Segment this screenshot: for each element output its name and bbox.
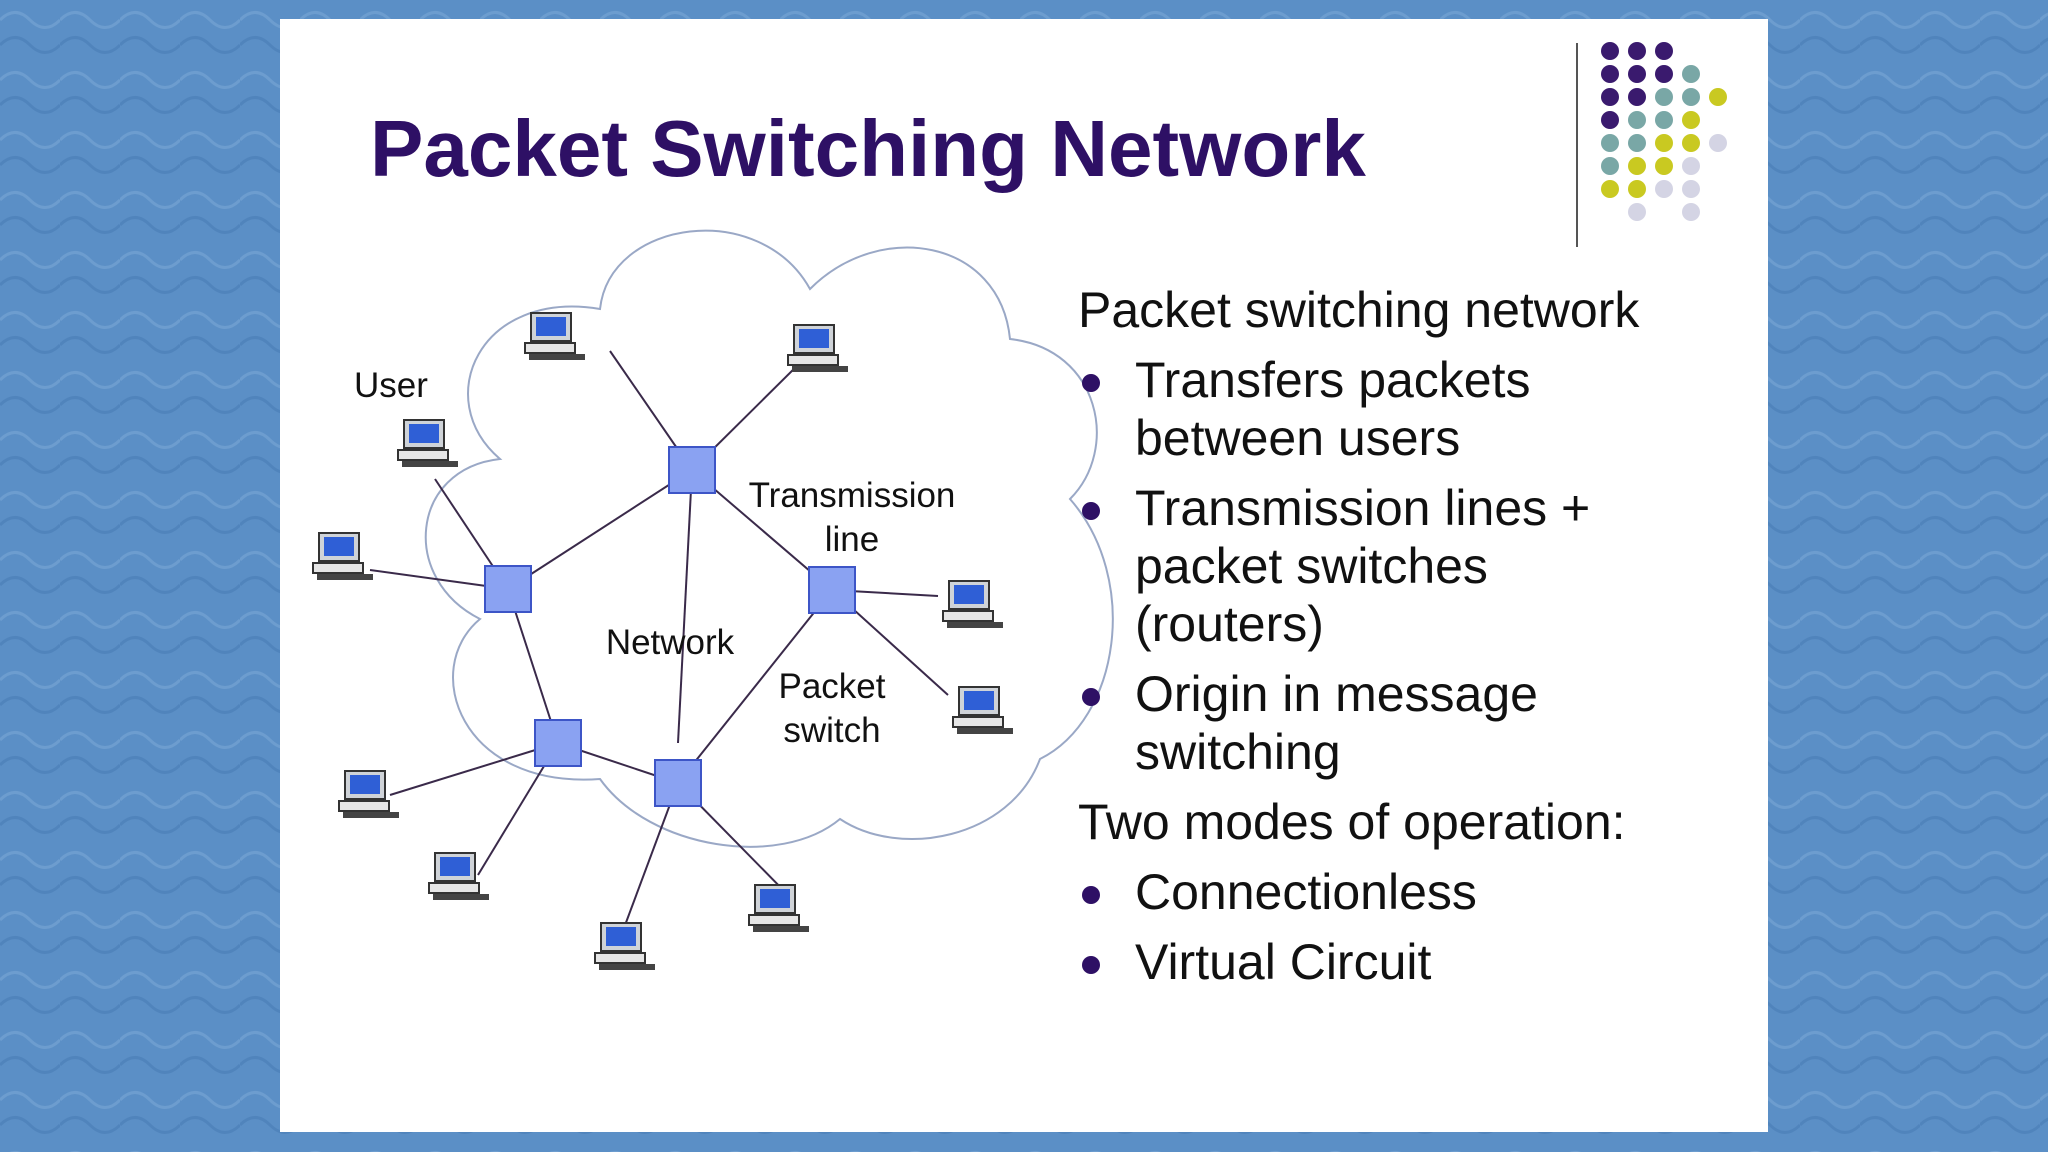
decor-dot [1655, 157, 1673, 175]
packet-switches [484, 446, 856, 807]
bullet-icon [1082, 374, 1100, 392]
decor-dot [1601, 111, 1619, 129]
bullet-line: between users [1135, 410, 1461, 466]
computer-icon [397, 419, 459, 468]
bullet-icon [1082, 502, 1100, 520]
decor-dot [1682, 88, 1700, 106]
computer-icon [312, 532, 374, 581]
decor-dot [1601, 180, 1619, 198]
network-diagram: User Transmission line Network Packet sw… [312, 229, 1114, 971]
heading-packet-switching-network: Packet switching network [1078, 282, 1640, 338]
label-transmission-line-2: line [825, 520, 879, 559]
decor-dot [1628, 180, 1646, 198]
computer-icon [594, 922, 656, 971]
bullet-line: Origin in message [1135, 666, 1538, 722]
decor-dot [1682, 134, 1700, 152]
decor-dot [1601, 88, 1619, 106]
decor-dot [1682, 203, 1700, 221]
bullet-item: Virtual Circuit [1078, 933, 1738, 991]
packet-switch [808, 566, 856, 614]
computer-icon [748, 884, 810, 933]
decor-dot [1628, 42, 1646, 60]
decorative-dot-grid [1601, 42, 1727, 221]
decor-dot [1682, 180, 1700, 198]
decor-dot [1628, 203, 1646, 221]
slide-title: Packet Switching Network [370, 104, 1366, 193]
bullet-line: packet switches [1135, 538, 1488, 594]
decor-dot [1628, 157, 1646, 175]
bullet-line: (routers) [1135, 596, 1324, 652]
bullet-icon [1082, 688, 1100, 706]
decor-dot [1601, 134, 1619, 152]
decor-dot [1628, 88, 1646, 106]
bullet-icon [1082, 956, 1100, 974]
decor-dot [1709, 134, 1727, 152]
decor-dot [1655, 134, 1673, 152]
label-transmission-line-1: Transmission [749, 476, 956, 515]
label-network: Network [606, 623, 735, 662]
bullet-item: Connectionless [1078, 863, 1738, 921]
packet-switch [668, 446, 716, 494]
decor-dot [1601, 42, 1619, 60]
bullet-line: Connectionless [1135, 864, 1477, 920]
decor-dot [1709, 88, 1727, 106]
network-cloud [424, 229, 1114, 848]
decor-dot [1628, 134, 1646, 152]
decor-dot [1682, 65, 1700, 83]
slide: Packet Switching Network [280, 19, 1768, 1132]
decor-dot [1601, 65, 1619, 83]
decor-dot [1628, 111, 1646, 129]
label-user: User [354, 366, 428, 405]
label-packet-switch-1: Packet [779, 667, 886, 706]
bullet-item: Transmission lines +packet switches(rout… [1078, 479, 1738, 653]
bullet-line: Transfers packets [1135, 352, 1531, 408]
decor-dot [1655, 88, 1673, 106]
decor-dot [1655, 180, 1673, 198]
bullet-line: Transmission lines + [1135, 480, 1591, 536]
bullet-icon [1082, 886, 1100, 904]
decor-dot [1601, 157, 1619, 175]
bullet-text-block: Packet switching network Transfers packe… [1078, 281, 1738, 1003]
packet-switch [654, 759, 702, 807]
decor-dot [1682, 157, 1700, 175]
bullet-line: Virtual Circuit [1135, 934, 1432, 990]
label-packet-switch-2: switch [783, 711, 880, 750]
decor-dot [1682, 111, 1700, 129]
computer-icon [428, 852, 490, 901]
decor-dot [1655, 42, 1673, 60]
decor-dot [1655, 65, 1673, 83]
title-divider [1576, 43, 1578, 247]
bullet-line: switching [1135, 724, 1341, 780]
heading-two-modes: Two modes of operation: [1078, 794, 1626, 850]
packet-switch [484, 565, 532, 613]
decor-dot [1655, 111, 1673, 129]
packet-switch [534, 719, 582, 767]
decor-dot [1628, 65, 1646, 83]
